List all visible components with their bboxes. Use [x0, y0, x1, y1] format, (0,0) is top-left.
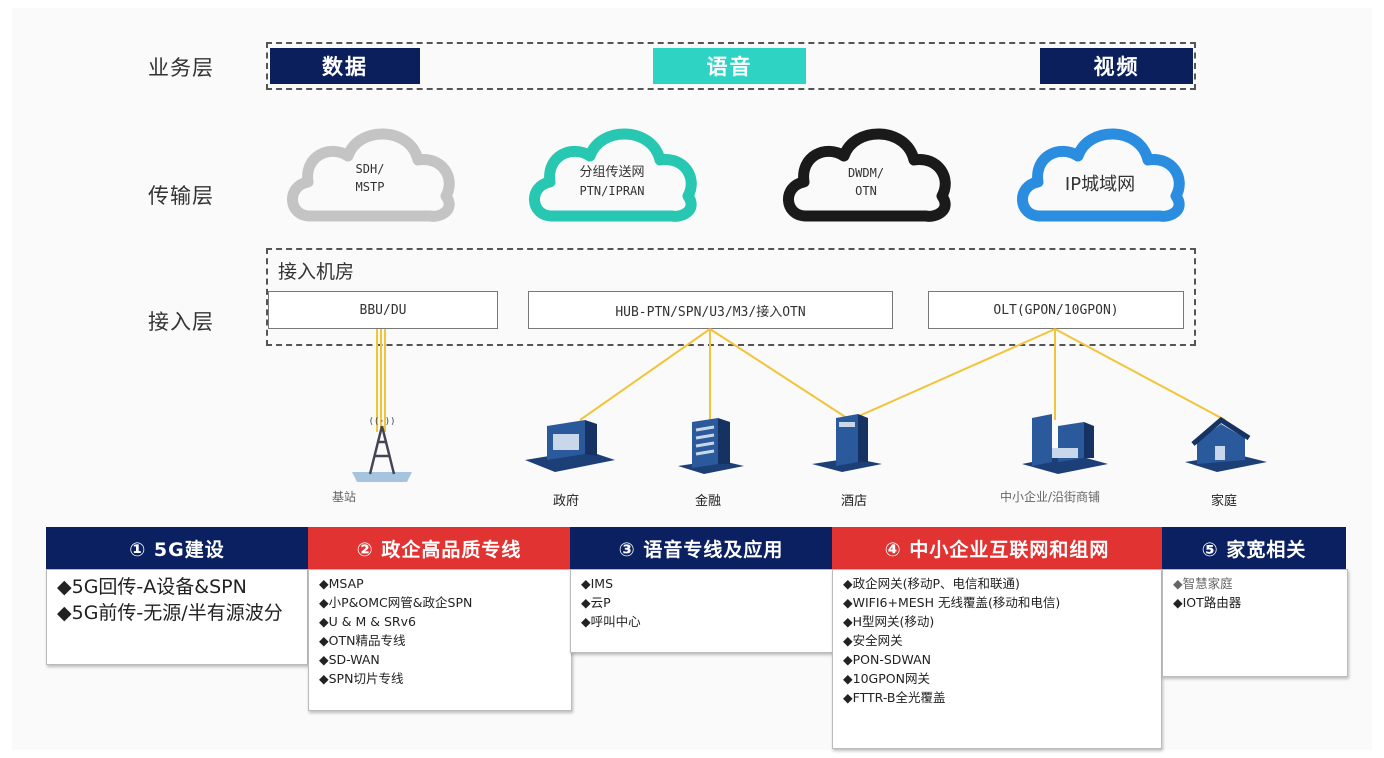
- list-item: 5G回传-A设备&SPN: [57, 574, 297, 600]
- layer-label-access: 接入层: [148, 310, 214, 334]
- list-item: IOT路由器: [1173, 593, 1337, 612]
- list-item: U & M & SRv6: [319, 612, 561, 631]
- access-box-olt: OLT(GPON/10GPON): [928, 291, 1184, 329]
- service-layer-box: [266, 42, 1196, 90]
- cloud-dwdm-otn: [783, 128, 951, 222]
- list-item: 智慧家庭: [1173, 574, 1337, 593]
- list-item: FTTR-B全光覆盖: [843, 688, 1151, 707]
- category-header-broadband: ⑤ 家宽相关: [1162, 527, 1346, 569]
- category-body-enterprise-line: MSAP 小P&OMC网管&政企SPN U & M & SRv6 OTN精品专线…: [308, 569, 572, 711]
- list-item: SPN切片专线: [319, 669, 561, 688]
- list-item: 10GPON网关: [843, 669, 1151, 688]
- list-item: H型网关(移动): [843, 612, 1151, 631]
- category-body-sme: 政企网关(移动P、电信和联通) WIFI6+MESH 无线覆盖(移动和电信) H…: [832, 569, 1162, 749]
- category-header-sme: ④ 中小企业互联网和组网: [832, 527, 1162, 569]
- list-item: WIFI6+MESH 无线覆盖(移动和电信): [843, 593, 1151, 612]
- office-building-icon: [1022, 414, 1108, 474]
- node-label-government: 政府: [552, 494, 579, 509]
- svg-text:((·)): ((·)): [368, 417, 395, 427]
- node-label-home: 家庭: [1210, 494, 1237, 509]
- access-box-hub-ptn: HUB-PTN/SPN/U3/M3/接入OTN: [528, 291, 893, 329]
- bank-building-icon: [678, 418, 744, 474]
- list-item: 政企网关(移动P、电信和联通): [843, 574, 1151, 593]
- category-body-broadband: 智慧家庭 IOT路由器: [1162, 569, 1348, 677]
- node-label-sme: 中小企业/沿街商铺: [999, 490, 1101, 504]
- house-icon: [1185, 416, 1267, 472]
- list-item: SD-WAN: [319, 650, 561, 669]
- service-video-block: 视频: [1040, 48, 1193, 84]
- node-label-bank: 金融: [694, 494, 721, 509]
- list-item: 云P: [581, 593, 823, 612]
- cloud-dwdm-otn-label: DWDM/OTN: [847, 166, 885, 198]
- category-body-voice: IMS 云P 呼叫中心: [570, 569, 834, 653]
- list-item: MSAP: [319, 574, 561, 593]
- access-box-bbu-du: BBU/DU: [268, 291, 498, 329]
- list-item: 呼叫中心: [581, 612, 823, 631]
- category-header-enterprise-line: ② 政企高品质专线: [308, 527, 570, 569]
- link-olt-hotel: [849, 328, 1056, 421]
- list-item: 5G前传-无源/半有源波分: [57, 600, 297, 626]
- list-item: PON-SDWAN: [843, 650, 1151, 669]
- link-hub-government: [579, 328, 711, 421]
- link-olt-house: [1054, 328, 1226, 421]
- category-header-voice: ③ 语音专线及应用: [570, 527, 832, 569]
- category-body-5g: 5G回传-A设备&SPN 5G前传-无源/半有源波分: [46, 569, 308, 665]
- layer-label-service: 业务层: [148, 56, 214, 80]
- list-item: 小P&OMC网管&政企SPN: [319, 593, 561, 612]
- cloud-ip-metro-label: IP城域网: [1064, 174, 1136, 195]
- list-item: 安全网关: [843, 631, 1151, 650]
- government-building-icon: [525, 420, 615, 472]
- cloud-ptn-ipran: [529, 128, 697, 222]
- tower-icon: ((·)): [352, 417, 412, 482]
- cloud-ip-metro: [1017, 128, 1185, 222]
- link-hub-hotel: [709, 328, 851, 421]
- service-data-block: 数据: [270, 48, 420, 84]
- service-voice-block: 语音: [653, 48, 806, 84]
- category-header-5g: ① 5G建设: [46, 527, 308, 569]
- hotel-building-icon: [812, 414, 882, 472]
- access-room-box: [266, 248, 1196, 346]
- layer-label-transport: 传输层: [148, 184, 214, 208]
- cloud-sdh-mstp: [287, 128, 455, 222]
- access-room-title: 接入机房: [278, 261, 355, 283]
- list-item: IMS: [581, 574, 823, 593]
- cloud-sdh-mstp-label: SDH/MSTP: [355, 162, 385, 194]
- node-label-hotel: 酒店: [840, 494, 867, 509]
- node-label-tower: 基站: [331, 490, 356, 504]
- list-item: OTN精品专线: [319, 631, 561, 650]
